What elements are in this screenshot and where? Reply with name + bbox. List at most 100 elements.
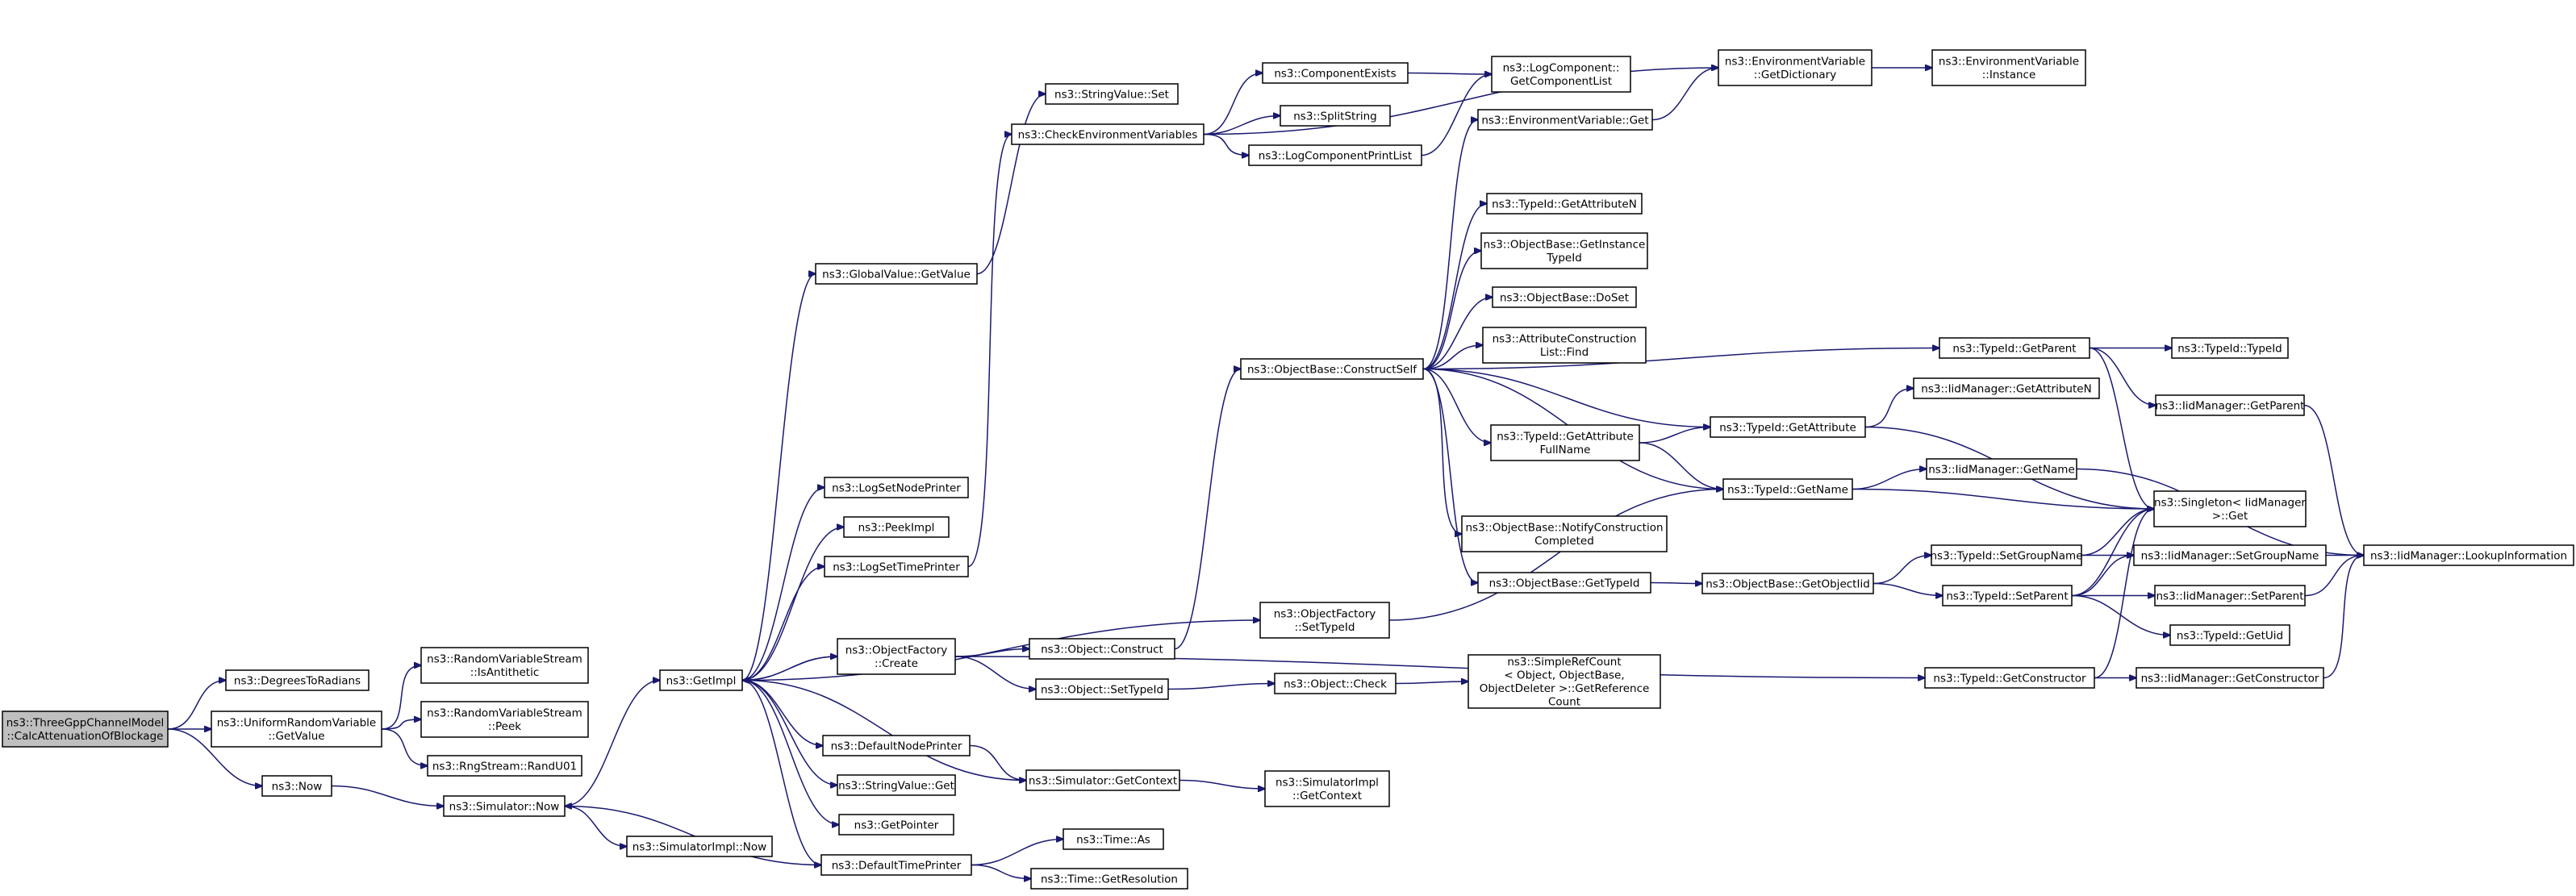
node-label: ns3::UniformRandomVariable [217,717,377,730]
node-peekimpl[interactable]: ns3::PeekImpl [843,516,950,538]
node-root[interactable]: ns3::ThreeGppChannelModel::CalcAttenuati… [2,711,169,748]
node-tidsetpar[interactable]: ns3::TypeId::SetParent [1942,585,2073,606]
node-label: ns3::StringValue::Set [1054,88,1169,101]
node-compex[interactable]: ns3::ComponentExists [1262,62,1409,84]
node-box [1491,56,1631,93]
node-notify[interactable]: ns3::ObjectBase::NotifyConstructionCompl… [1461,515,1668,552]
node-iidgetcons[interactable]: ns3::IidManager::GetConstructor [2136,667,2324,689]
node-envdict[interactable]: ns3::EnvironmentVariable::GetDictionary [1718,49,1873,86]
node-iidattrn[interactable]: ns3::IidManager::GetAttributeN [1913,377,2100,399]
edge-tidparent-to-iidgetpar [2089,347,2156,406]
node-label: ::GetValue [268,730,324,743]
node-iidsetgrp[interactable]: ns3::IidManager::SetGroupName [2133,544,2327,566]
node-timeas[interactable]: ns3::Time::As [1063,828,1164,850]
node-isanti[interactable]: ns3::RandomVariableStream::IsAntithetic [420,647,589,684]
node-iidsetpar[interactable]: ns3::IidManager::SetParent [2154,585,2306,606]
node-objconstruct[interactable]: ns3::Object::Construct [1029,638,1175,660]
node-label: ns3::TypeId::GetName [1727,483,1848,496]
node-randu[interactable]: ns3::RngStream::RandU01 [427,755,582,777]
node-label: ns3::DefaultTimePrinter [832,859,962,872]
node-timeres[interactable]: ns3::Time::GetResolution [1030,868,1188,890]
node-peek[interactable]: ns3::RandomVariableStream::Peek [420,701,589,738]
node-svset[interactable]: ns3::StringValue::Set [1045,83,1179,105]
edge-getimpl-to-lognode [741,488,825,681]
node-deg[interactable]: ns3::DegreesToRadians [225,669,369,691]
node-simimplctx[interactable]: ns3::SimulatorImpl::GetContext [1264,770,1390,807]
edge-construct-to-obgettid [1422,368,1478,583]
node-box [659,669,743,691]
node-label: ns3::RngStream::RandU01 [432,760,577,773]
node-objsettid[interactable]: ns3::Object::SetTypeId [1035,678,1169,700]
edge-construct-to-obdoset [1422,298,1493,370]
node-getptr[interactable]: ns3::GetPointer [838,814,954,836]
edge-obgettid-to-obgetoiid [1650,583,1702,584]
node-label: GetComponentList [1510,75,1612,88]
edge-ofcreate-to-tidgetcons [954,656,1925,678]
node-checkenv[interactable]: ns3::CheckEnvironmentVariables [1011,123,1204,145]
node-lognode[interactable]: ns3::LogSetNodePrinter [824,477,969,498]
node-tidattrn[interactable]: ns3::TypeId::GetAttributeN [1486,193,1643,215]
node-box [1492,286,1637,308]
node-iidgetpar[interactable]: ns3::IidManager::GetParent [2155,394,2305,416]
node-label: ::GetDictionary [1754,69,1836,81]
node-label: ns3::PeekImpl [858,521,935,534]
node-singleton[interactable]: ns3::Singleton< IidManager>::Get [2153,490,2307,527]
node-envget[interactable]: ns3::EnvironmentVariable::Get [1477,109,1653,131]
edge-envget-to-envdict [1651,68,1718,121]
node-obgettid[interactable]: ns3::ObjectBase::GetTypeId [1477,572,1651,594]
node-tidgetuid[interactable]: ns3::TypeId::GetUid [2169,624,2290,646]
node-label: ns3::SplitString [1293,110,1377,123]
node-iidname[interactable]: ns3::IidManager::GetName [1926,458,2077,480]
node-logtime[interactable]: ns3::LogSetTimePrinter [824,556,969,577]
node-construct[interactable]: ns3::ObjectBase::ConstructSelf [1240,358,1424,380]
node-box [1701,573,1874,594]
edge-getimpl-to-deftime [741,679,821,865]
node-lookup[interactable]: ns3::IidManager::LookupInformation [2363,544,2574,566]
node-label: ns3::GetPointer [854,819,939,831]
node-tidsetgrp[interactable]: ns3::TypeId::SetGroupName [1930,544,2083,566]
node-tidgetcons[interactable]: ns3::TypeId::GetConstructor [1924,667,2095,689]
node-objcheck[interactable]: ns3::Object::Check [1274,673,1397,694]
node-label: ::Peek [488,720,521,733]
node-label: ns3::GetImpl [666,674,737,687]
edge-construct-to-obinst [1422,251,1481,370]
node-defnode[interactable]: ns3::DefaultNodePrinter [822,735,971,756]
node-obdoset[interactable]: ns3::ObjectBase::DoSet [1492,286,1637,308]
node-split[interactable]: ns3::SplitString [1280,105,1391,127]
node-label: ns3::Simulator::Now [449,800,560,813]
node-tidgetname[interactable]: ns3::TypeId::GetName [1722,478,1853,500]
node-label: ns3::ObjectBase::GetTypeId [1489,577,1640,590]
node-logprint[interactable]: ns3::LogComponentPrintList [1248,144,1422,166]
node-svget[interactable]: ns3::StringValue::Get [837,774,956,796]
node-simimplnow[interactable]: ns3::SimulatorImpl::Now [626,836,773,857]
node-box [420,701,589,738]
node-obgetoiid[interactable]: ns3::ObjectBase::GetObjectIid [1701,573,1874,594]
edge-root-to-deg [167,681,226,730]
node-box [1477,109,1653,131]
node-simctx[interactable]: ns3::Simulator::GetContext [1025,769,1180,791]
node-logcomp[interactable]: ns3::LogComponent::GetComponentList [1491,56,1631,93]
node-label: ::Instance [1982,69,2036,81]
node-getimpl[interactable]: ns3::GetImpl [659,669,743,691]
node-ofcreate[interactable]: ns3::ObjectFactory::Create [837,638,956,675]
node-now[interactable]: ns3::Now [261,775,332,797]
node-label: ns3::TypeId::GetUid [2177,629,2283,642]
node-urvget[interactable]: ns3::UniformRandomVariable::GetValue [211,711,382,748]
node-label: ns3::ObjectBase::NotifyConstruction [1465,522,1663,535]
edge-tidsetpar-to-singleton [2071,509,2154,597]
node-ofsettid[interactable]: ns3::ObjectFactory::SetTypeId [1259,602,1390,639]
node-label: ns3::TypeId::GetAttribute [1719,421,1856,434]
node-gvget[interactable]: ns3::GlobalValue::GetValue [815,263,978,285]
node-deftime[interactable]: ns3::DefaultTimePrinter [820,854,972,876]
node-simnow[interactable]: ns3::Simulator::Now [443,795,566,817]
node-tidgetattr[interactable]: ns3::TypeId::GetAttribute [1710,416,1866,438]
node-simpleref[interactable]: ns3::SimpleRefCount< Object, ObjectBase,… [1468,654,1661,709]
node-tidparent[interactable]: ns3::TypeId::GetParent [1939,337,2090,359]
node-tidtid[interactable]: ns3::TypeId::TypeId [2171,337,2289,359]
edge-gvget-to-svset [976,94,1046,275]
node-box [2363,544,2574,566]
node-envinst[interactable]: ns3::EnvironmentVariable::Instance [1931,49,2086,86]
